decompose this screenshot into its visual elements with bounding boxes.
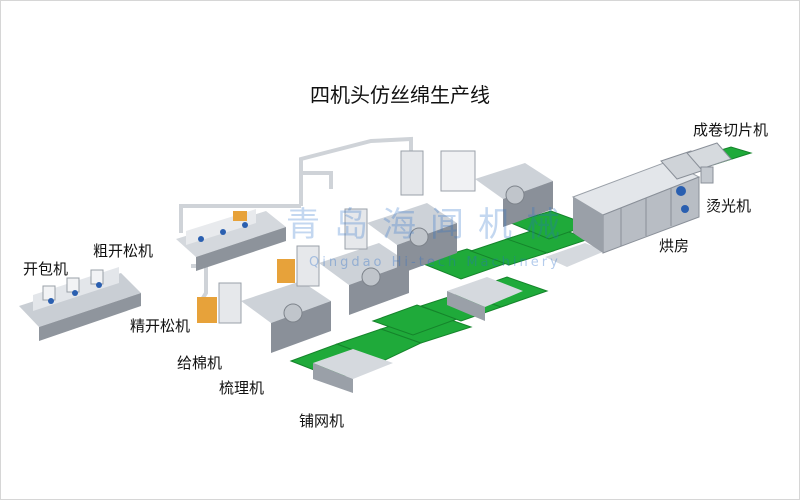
label-roll-cutter: 成卷切片机 [693, 121, 769, 139]
bale-opener-machine [19, 267, 141, 341]
oven-machine [571, 160, 701, 254]
label-coarse-opener: 粗开松机 [93, 242, 154, 260]
roll-cutter-machine [686, 142, 732, 184]
production-line-4 [400, 150, 553, 227]
label-cross-lapper: 铺网机 [299, 412, 345, 430]
coarse-opener-machine [176, 209, 286, 271]
production-line-2 [277, 243, 523, 321]
label-ironing: 烫光机 [706, 197, 752, 215]
label-bale-opener: 开包机 [23, 260, 69, 278]
label-oven: 烘房 [659, 237, 690, 255]
diagram-title: 四机头仿丝绵生产线 [310, 83, 490, 107]
production-line-3 [344, 203, 605, 275]
company-watermark: 青岛海闻机械 [286, 205, 574, 245]
label-carding: 梳理机 [219, 379, 265, 397]
production-line-1 [197, 281, 393, 393]
company-watermark-subtext: Qingdao Hi-tech Machinery [309, 255, 561, 270]
label-fine-opener: 精开松机 [130, 317, 191, 335]
label-feeder: 给棉机 [177, 354, 223, 372]
